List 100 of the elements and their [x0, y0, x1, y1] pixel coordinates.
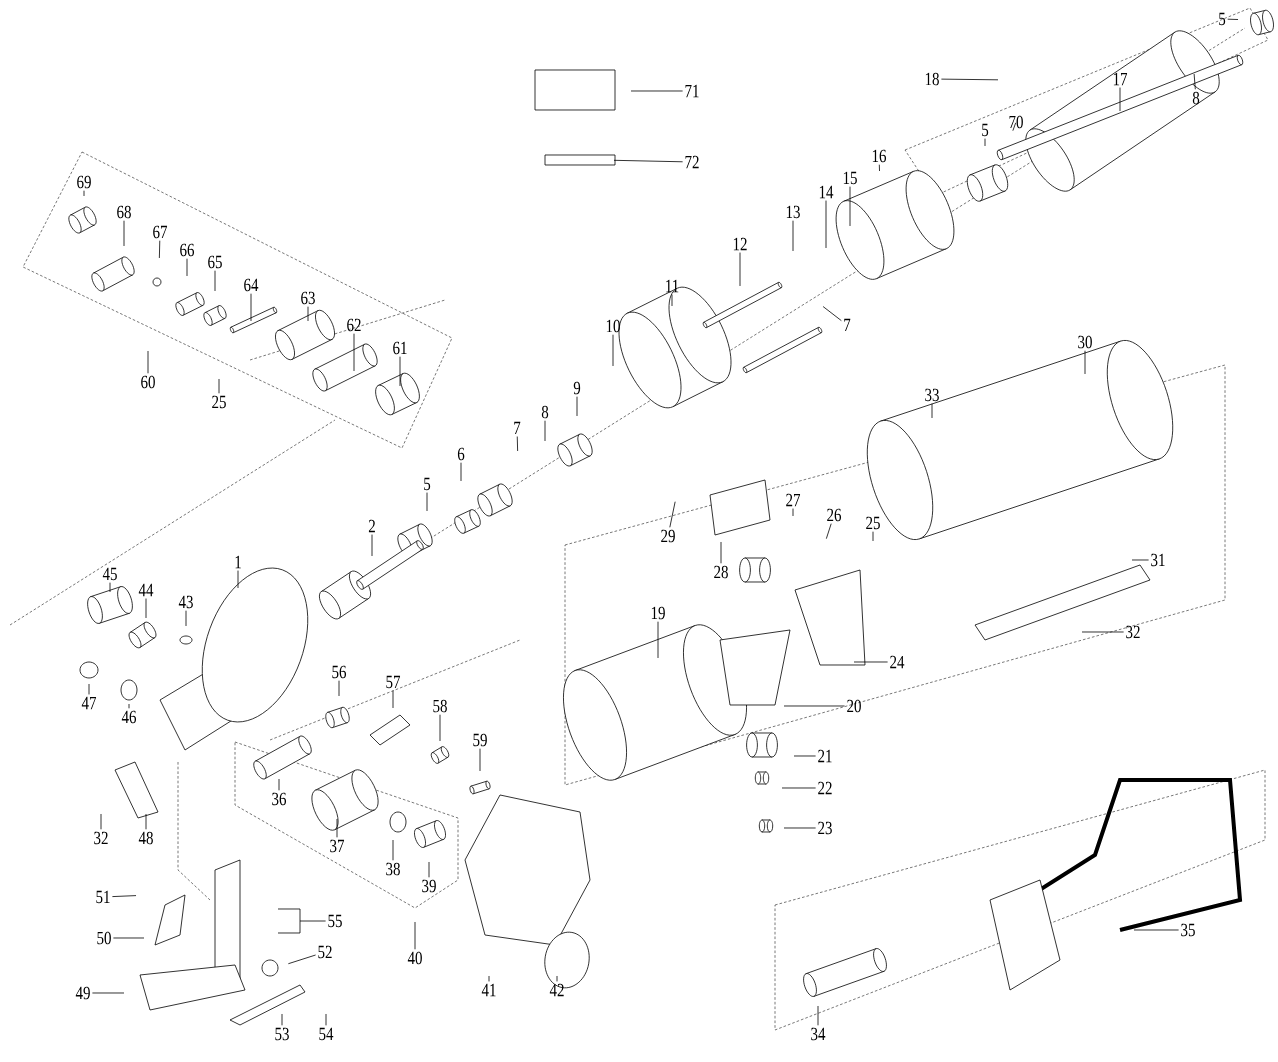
callout-number: 48: [138, 831, 153, 845]
callout-number: 21: [818, 749, 832, 763]
leader-line: [83, 190, 85, 197]
leader-line: [669, 501, 676, 528]
callout-number: 5: [1219, 12, 1226, 26]
leader-line: [488, 975, 490, 982]
leader-line: [325, 1013, 327, 1026]
callout-number: 11: [666, 279, 679, 293]
callout-number: 46: [121, 710, 137, 724]
callout-number: 63: [301, 291, 315, 305]
leader-line: [792, 508, 794, 517]
leader-line: [781, 787, 816, 789]
callout-number: 14: [819, 185, 834, 199]
callout-number: 56: [332, 665, 347, 679]
leader-line: [88, 683, 90, 695]
leader-line: [739, 252, 741, 287]
leader-line: [1119, 87, 1121, 112]
callout-number: 20: [847, 699, 861, 713]
leader-line: [849, 186, 851, 227]
callout-number: 27: [786, 493, 801, 507]
callout-number: 5: [424, 477, 431, 491]
callout-number: 35: [1181, 923, 1195, 937]
callout-number: 30: [1078, 335, 1092, 349]
leader-line: [145, 813, 147, 830]
leader-line: [853, 661, 888, 663]
callout-number: 13: [786, 205, 800, 219]
callout-number: 58: [433, 699, 447, 713]
callout-number: 41: [481, 983, 496, 997]
callout-number: 51: [96, 890, 110, 904]
callout-number: 55: [328, 914, 342, 928]
leader-line: [439, 714, 441, 742]
leader-line: [931, 403, 933, 419]
leader-line: [100, 813, 102, 830]
leader-line: [1131, 559, 1149, 561]
callout-number: 38: [386, 862, 400, 876]
callout-number: 34: [811, 1027, 826, 1041]
leader-line: [392, 690, 394, 709]
callout-number: 25: [212, 395, 226, 409]
leader-line: [353, 333, 355, 372]
callout-number: 25: [866, 516, 880, 530]
leader-line: [822, 306, 842, 322]
callout-number: 19: [651, 606, 665, 620]
leader-line: [516, 436, 519, 452]
leader-line: [576, 396, 578, 417]
callout-number: 62: [347, 318, 361, 332]
leader-line: [984, 138, 986, 147]
leader-line: [793, 755, 816, 757]
leader-line: [613, 159, 683, 163]
callout-number: 69: [77, 175, 91, 189]
leader-line: [128, 703, 130, 709]
callout-number: 54: [319, 1027, 334, 1041]
callout-number: 61: [393, 341, 407, 355]
callout-number: 60: [141, 375, 155, 389]
leader-line: [281, 1013, 283, 1026]
leader-line: [392, 839, 394, 861]
callout-number: 70: [1009, 115, 1023, 129]
callout-number: 17: [1113, 72, 1128, 86]
callout-number: 7: [844, 318, 851, 332]
leader-line: [783, 705, 845, 707]
callout-number: 7: [514, 421, 521, 435]
leader-line: [158, 240, 161, 259]
leader-line: [1227, 18, 1239, 20]
callout-number: 26: [827, 508, 842, 522]
callout-number: 28: [714, 565, 728, 579]
leader-line: [544, 420, 546, 442]
callout-number: 50: [97, 931, 111, 945]
callout-number: 6: [457, 447, 465, 461]
callout-number: 44: [138, 583, 154, 597]
callout-number: 39: [422, 879, 436, 893]
leader-line: [399, 356, 401, 387]
callout-number: 10: [606, 319, 620, 333]
leader-line: [612, 334, 614, 367]
leader-line: [428, 861, 430, 878]
leader-line: [250, 293, 252, 322]
callout-number: 67: [153, 225, 168, 239]
leader-line: [237, 570, 239, 589]
leader-line: [783, 827, 816, 829]
leader-line: [556, 975, 558, 982]
leader-line: [1081, 631, 1125, 633]
leader-line: [825, 523, 832, 540]
callout-number: 9: [573, 381, 581, 395]
leader-line: [277, 908, 326, 934]
leader-line: [123, 220, 125, 247]
callout-number: 43: [178, 595, 193, 609]
callout-number: 12: [733, 237, 747, 251]
callout-number: 57: [386, 675, 401, 689]
callout-number: 29: [661, 529, 675, 543]
callout-number: 37: [330, 839, 345, 853]
leader-line: [214, 270, 216, 292]
callout-number: 15: [843, 171, 857, 185]
callout-number: 23: [818, 821, 832, 835]
leader-line: [414, 921, 416, 950]
callout-number: 47: [81, 696, 97, 710]
leader-line: [92, 992, 125, 994]
leader-line: [825, 200, 827, 249]
leader-line: [287, 954, 316, 965]
leader-line: [307, 306, 309, 322]
callout-number: 66: [180, 243, 195, 257]
callout-number: 31: [1151, 553, 1165, 567]
callout-number: 16: [872, 149, 887, 163]
